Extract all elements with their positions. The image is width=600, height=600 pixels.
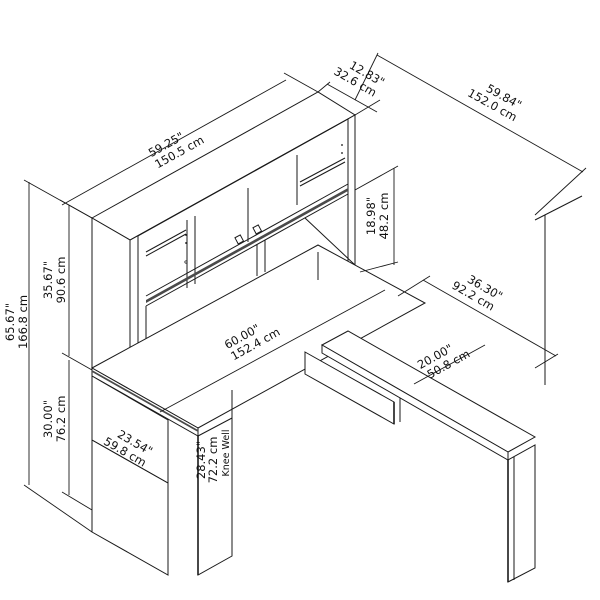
label-opening-height-cm: 48.2 cm xyxy=(377,193,391,240)
desk-return xyxy=(304,195,583,583)
label-opening-height-in: 18.98" xyxy=(364,197,378,235)
label-desk-height-cm: 76.2 cm xyxy=(54,396,68,443)
label-desk-height-in: 30.00" xyxy=(41,400,55,438)
label-overall-height-cm: 166.8 cm xyxy=(16,295,30,349)
dimension-lines xyxy=(23,52,587,552)
label-overall-height-in: 65.67" xyxy=(3,303,17,341)
label-hutch-height-in: 35.67" xyxy=(41,261,55,299)
hutch xyxy=(90,91,356,399)
label-knee-well-cm: 72.2 cm xyxy=(206,437,220,484)
label-knee-well-in: 28.43" xyxy=(194,441,208,479)
desk-main xyxy=(90,244,427,576)
label-hutch-height-cm: 90.6 cm xyxy=(54,257,68,304)
label-knee-well-note: Knee Well xyxy=(221,430,232,477)
